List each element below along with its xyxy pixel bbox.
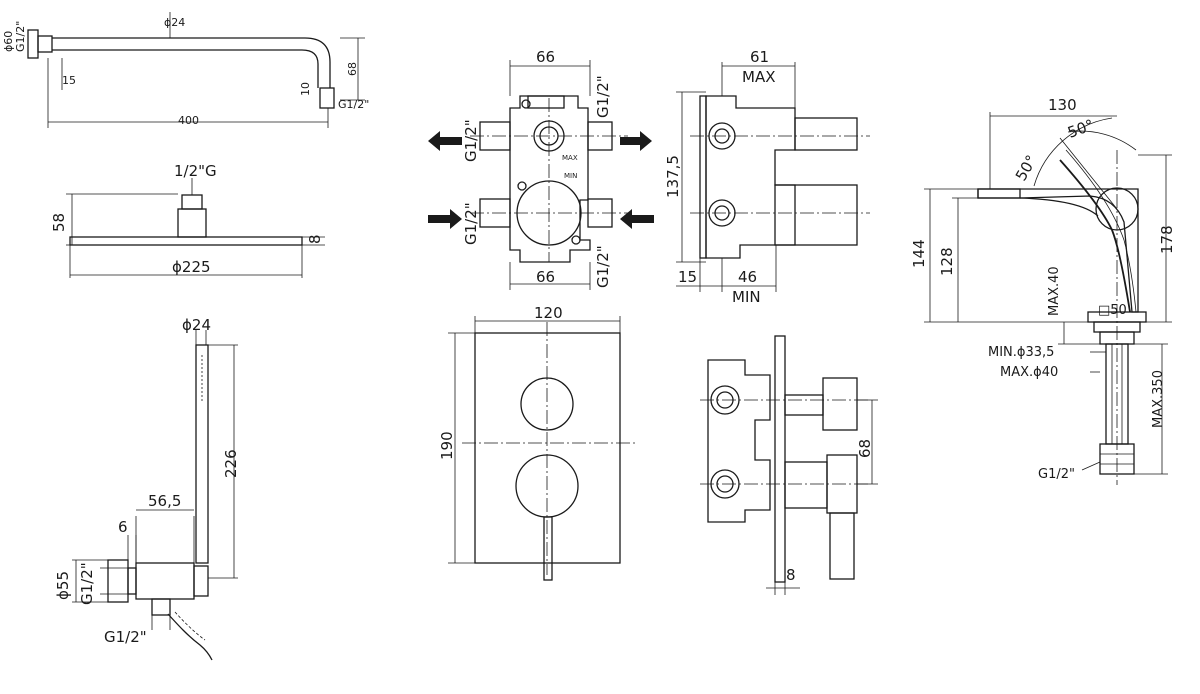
cover-plate-lever bbox=[543, 516, 553, 581]
mixer-height-128: 128 bbox=[938, 247, 956, 276]
shower-arm-view: ϕ60 G1/2" ϕ24 15 400 68 10 G1/2" bbox=[2, 12, 369, 128]
hand-dia-24: ϕ24 bbox=[182, 316, 211, 334]
assembly-mixer-body bbox=[784, 461, 828, 509]
mixer-height-178: 178 bbox=[1158, 225, 1176, 254]
mixer-height-144: 144 bbox=[910, 239, 928, 268]
valve-side-depth-61: 61 bbox=[750, 48, 769, 66]
valve-side-dim-46: 46 bbox=[738, 268, 757, 286]
mixer-max-hole: MAX.ϕ40 bbox=[1000, 365, 1058, 380]
arm-tube-bottom bbox=[52, 49, 319, 88]
valve-side-lower-cartridge bbox=[774, 184, 858, 246]
valve-side-view: 61 MAX 137,5 15 46 MIN bbox=[664, 48, 870, 306]
arm-dim-15: 15 bbox=[62, 74, 76, 87]
mixer-thread: G1/2" bbox=[1038, 467, 1075, 482]
mixer-spout-curve bbox=[1019, 197, 1099, 217]
cover-plate-width-120: 120 bbox=[534, 304, 563, 322]
head-plate bbox=[69, 236, 303, 246]
valve-front-max-mark: MAX bbox=[562, 154, 578, 162]
arm-wall-nut bbox=[37, 35, 53, 53]
hand-thread-inlet: G1/2" bbox=[78, 562, 96, 605]
mixer-max-350: MAX.350 bbox=[1151, 370, 1166, 428]
valve-front-inlet-tl bbox=[479, 121, 511, 151]
assembly-cover-plate bbox=[774, 335, 786, 583]
mixer-min-hole: MIN.ϕ33,5 bbox=[988, 345, 1054, 360]
mixer-max-40: MAX.40 bbox=[1047, 266, 1062, 316]
assembly-dim-8: 8 bbox=[786, 566, 796, 584]
assembly-dim-68: 68 bbox=[856, 439, 874, 458]
arm-end-connector bbox=[319, 87, 335, 109]
head-thread: 1/2"G bbox=[174, 162, 217, 180]
valve-side-dim-15: 15 bbox=[678, 268, 697, 286]
valve-front-top-lug bbox=[527, 95, 565, 109]
arm-dim-10: 10 bbox=[299, 82, 312, 96]
cover-plate-height-190: 190 bbox=[438, 431, 456, 460]
hand-holder-body bbox=[135, 562, 195, 600]
arrow-in-bottom-left bbox=[428, 209, 462, 229]
mixer-spout-130: 130 bbox=[1048, 96, 1077, 114]
head-dia-225: ϕ225 bbox=[172, 258, 211, 276]
valve-front-inlet-bl bbox=[479, 198, 511, 228]
head-ball-joint bbox=[177, 208, 207, 238]
arrow-out-top-left bbox=[428, 131, 462, 151]
valve-side-min-label: MIN bbox=[732, 288, 761, 306]
hand-holder-clip bbox=[193, 565, 209, 597]
valve-front-inlet-br bbox=[587, 198, 613, 228]
arm-wall-flange bbox=[27, 29, 39, 59]
valve-front-width-bottom: 66 bbox=[536, 268, 555, 286]
hand-dim-6: 6 bbox=[118, 518, 128, 536]
valve-front-width-top: 66 bbox=[536, 48, 555, 66]
valve-side-max-label: MAX bbox=[742, 68, 775, 86]
hand-wall-flange bbox=[107, 559, 129, 603]
hand-dia-55: ϕ55 bbox=[54, 571, 72, 600]
mixer-base-50: □50 bbox=[1098, 303, 1127, 318]
valve-front-inlet-tr bbox=[587, 121, 613, 151]
hand-wall-ring bbox=[127, 567, 137, 595]
assembly-diverter-stem bbox=[784, 394, 824, 416]
arm-drop-68: 68 bbox=[346, 62, 359, 76]
valve-front-thread-bl: G1/2" bbox=[462, 202, 480, 245]
arrow-in-top-right bbox=[620, 131, 652, 151]
valve-side-upper-stem bbox=[794, 117, 858, 151]
arm-dia-24: ϕ24 bbox=[164, 16, 185, 29]
mixer-spout-outlet bbox=[977, 188, 1021, 199]
hand-shower-view: ϕ24 226 56,5 6 ϕ55 G1/2" G1/2" bbox=[54, 316, 240, 661]
hand-dim-56-5: 56,5 bbox=[148, 492, 181, 510]
shower-head-view: 1/2"G 58 8 ϕ225 bbox=[50, 162, 325, 278]
arm-tube-top bbox=[52, 37, 331, 88]
assembly-valve-body bbox=[707, 359, 771, 523]
arrow-in-bottom-right bbox=[620, 209, 654, 229]
assembly-side-view: 68 8 bbox=[700, 335, 878, 595]
hand-hose-outlet bbox=[151, 598, 171, 616]
hand-hose bbox=[167, 613, 213, 661]
valve-front-thread-tr: G1/2" bbox=[594, 75, 612, 118]
cover-plate-view: 120 190 bbox=[438, 304, 635, 581]
cover-plate-outline bbox=[474, 332, 621, 564]
arm-thread-right: G1/2" bbox=[338, 98, 369, 111]
hand-length-226: 226 bbox=[222, 449, 240, 478]
hand-thread-outlet: G1/2" bbox=[104, 628, 147, 646]
hand-shower-handle bbox=[195, 344, 209, 564]
head-height-58: 58 bbox=[50, 213, 68, 232]
arm-length-400: 400 bbox=[178, 114, 199, 127]
assembly-lever bbox=[829, 512, 855, 580]
basin-mixer-view: 130 50° 50° 144 128 178 MAX.40 □50 MIN.ϕ… bbox=[910, 96, 1176, 485]
arm-thread-left: G1/2" bbox=[14, 21, 27, 52]
head-thickness-8: 8 bbox=[306, 234, 324, 244]
mixer-lever-arc bbox=[1059, 159, 1131, 313]
valve-side-plate bbox=[699, 95, 707, 259]
head-nut bbox=[181, 194, 203, 210]
valve-front-view: 66 66 G1/2" G1/2" G1/2" G1/2" MAX MIN bbox=[428, 48, 654, 290]
mixer-angle-right: 50° bbox=[1065, 116, 1096, 142]
arm-dia-60: ϕ60 bbox=[2, 31, 15, 52]
valve-front-min-mark: MIN bbox=[564, 172, 577, 180]
valve-front-thread-br: G1/2" bbox=[594, 245, 612, 288]
assembly-diverter-knob bbox=[822, 377, 858, 431]
valve-front-thread-tl: G1/2" bbox=[462, 119, 480, 162]
valve-side-body bbox=[705, 95, 796, 259]
valve-side-height-137-5: 137,5 bbox=[664, 155, 682, 198]
